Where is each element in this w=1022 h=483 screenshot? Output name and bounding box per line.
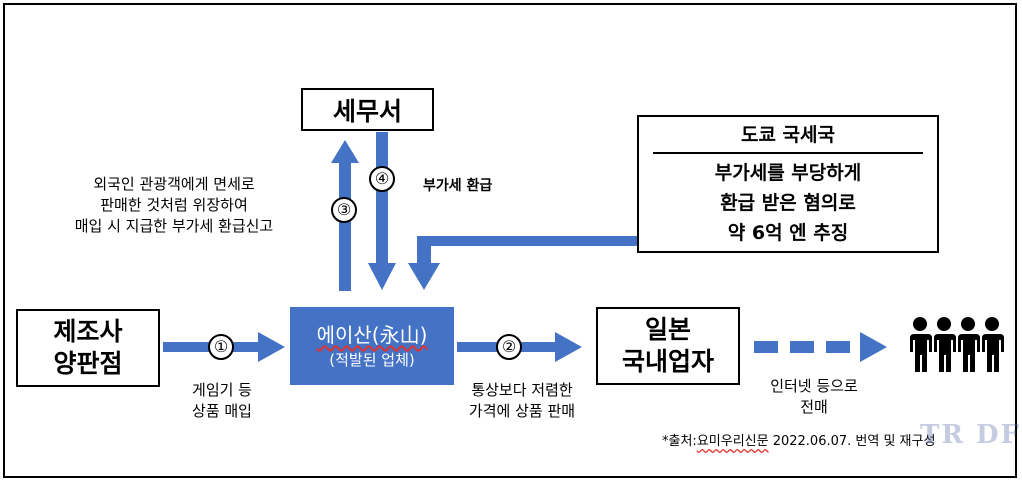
tax-office-label: 세무서 — [332, 96, 402, 126]
refund-label: 부가세 환급 — [423, 178, 493, 194]
resale-line2: 전매 — [800, 398, 828, 416]
manufacturer-line2: 양판점 — [53, 349, 123, 378]
sale-line2: 가격에 상품 판매 — [468, 402, 576, 420]
source-date: 2022.06.07. 번역 및 재구성 — [772, 434, 936, 449]
resale-label: 인터넷 등으로 전매 — [752, 376, 876, 418]
tokyo-bureau-line3: 약 6억 엔 추징 — [727, 222, 849, 244]
purchase-line1: 게임기 등 — [192, 381, 252, 399]
claim-line2: 판매한 것처럼 위장하여 — [100, 196, 248, 214]
purchase-line2: 상품 매입 — [192, 402, 252, 420]
japan-vendor-line2: 국내업자 — [621, 347, 714, 376]
tokyo-bureau-line2: 환급 받은 혐의로 — [720, 192, 856, 214]
arrow-resale-dashed — [754, 332, 887, 362]
source-name: 요미우리신문 — [696, 434, 769, 449]
tokyo-bureau-divider — [653, 152, 923, 154]
tax-office-box: 세무서 — [301, 88, 434, 131]
center-company-box: 에이산(永山) (적발된 업체) — [290, 307, 454, 385]
claim-line1: 외국인 관광객에게 면세로 — [93, 175, 255, 193]
diagram-frame — [3, 3, 1017, 478]
manufacturer-line1: 제조사 — [53, 317, 123, 346]
arrow-refund — [368, 132, 396, 290]
tokyo-bureau-box: 도쿄 국세국 부가세를 부당하게 환급 받은 혐의로 약 6억 엔 추징 — [637, 115, 939, 253]
step-3-marker: ③ — [331, 197, 357, 223]
sale-label: 통상보다 저렴한 가격에 상품 판매 — [448, 380, 596, 422]
japan-vendor-box: 일본 국내업자 — [596, 307, 740, 385]
claim-line3: 매입 시 지급한 부가세 환급신고 — [74, 217, 274, 235]
japan-vendor-line1: 일본 — [644, 315, 691, 344]
purchase-label: 게임기 등 상품 매입 — [166, 380, 278, 422]
arrow-tokyo-investigation — [408, 236, 640, 290]
watermark: TR DF — [920, 420, 1022, 450]
tokyo-bureau-title: 도쿄 국세국 — [740, 124, 835, 146]
step-4-marker: ④ — [369, 166, 395, 192]
step-1-marker: ① — [208, 334, 234, 360]
source-note: *출처:요미우리신문 2022.06.07. 번역 및 재구성 — [662, 432, 935, 452]
sale-line1: 통상보다 저렴한 — [471, 381, 573, 399]
resale-line1: 인터넷 등으로 — [770, 377, 858, 395]
step-2-marker: ② — [496, 334, 522, 360]
manufacturer-box: 제조사 양판점 — [16, 309, 160, 387]
tokyo-bureau-line1: 부가세를 부당하게 — [714, 162, 862, 184]
claim-label: 외국인 관광객에게 면세로 판매한 것처럼 위장하여 매입 시 지급한 부가세 … — [44, 174, 304, 237]
source-prefix: *출처: — [662, 434, 697, 449]
center-line2: (적발된 업체) — [329, 351, 415, 369]
people-group-icon — [910, 317, 1004, 372]
center-line1: 에이산(永山) — [316, 323, 428, 347]
